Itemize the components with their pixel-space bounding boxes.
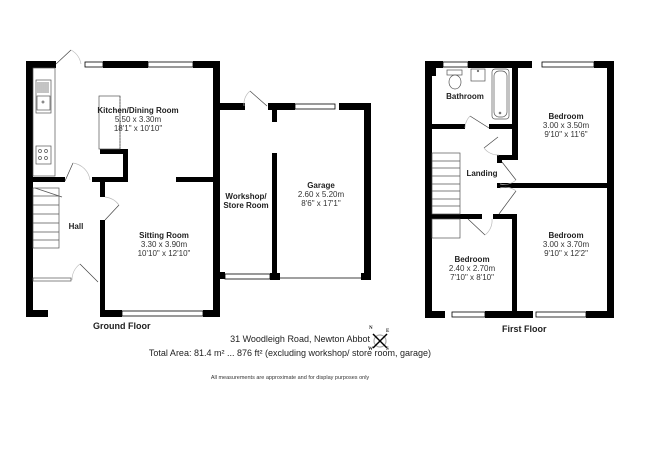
room-metric: 2.40 x 2.70m <box>448 264 496 274</box>
room-sitting: Sitting Room 3.30 x 3.90m 10'10" x 12'10… <box>118 231 210 259</box>
compass-east: E <box>386 329 390 334</box>
room-metric: 3.00 x 3.50m <box>542 121 590 131</box>
room-metric: 3.00 x 3.70m <box>542 240 590 250</box>
disclaimer: All measurements are approximate and for… <box>210 375 370 381</box>
total-area: Total Area: 81.4 m² ... 876 ft² (excludi… <box>148 348 432 358</box>
room-kitchen-dining: Kitchen/Dining Room 5.50 x 3.30m 18'1" x… <box>88 106 188 134</box>
room-name: Landing <box>466 169 498 178</box>
bathroom-fixtures <box>446 68 510 120</box>
compass-west: W <box>368 347 373 352</box>
room-metric: 5.50 x 3.30m <box>114 115 162 125</box>
ground-floor-doors <box>55 49 120 283</box>
first-floor-doors <box>464 115 517 236</box>
room-landing: Landing <box>464 169 500 178</box>
room-bedroom-1: Bedroom 3.00 x 3.50m 9'10" x 11'6" <box>525 112 607 140</box>
ground-floor-walls <box>26 61 220 317</box>
room-imperial: 9'10" x 12'2" <box>544 249 588 259</box>
room-name: Bedroom <box>548 231 584 240</box>
room-bedroom-3: Bedroom 3.00 x 3.70m 9'10" x 12'2" <box>525 231 607 259</box>
room-bathroom: Bathroom <box>440 92 490 101</box>
room-garage: Garage 2.60 x 5.20m 8'6" x 17'1" <box>280 181 362 209</box>
compass-north: N <box>369 326 373 331</box>
room-imperial: 9'10" x 11'6" <box>544 130 588 140</box>
room-bedroom-2: Bedroom 2.40 x 2.70m 7'10" x 8'10" <box>432 255 512 283</box>
ground-floor-stairs <box>32 187 72 282</box>
workshop-garage-windows <box>224 103 361 280</box>
workshop-door <box>243 90 268 107</box>
room-name-line2: Store Room <box>223 201 269 211</box>
room-name: Garage <box>307 181 335 190</box>
first-floor-stairs <box>431 152 461 239</box>
room-name: Sitting Room <box>139 231 189 240</box>
first-floor-walls <box>425 61 614 318</box>
room-imperial: 7'10" x 8'10" <box>450 273 494 283</box>
room-hall: Hall <box>60 222 92 231</box>
room-name: Bedroom <box>454 255 490 264</box>
room-workshop: Workshop/ Store Room <box>220 192 272 210</box>
room-name: Workshop/ <box>225 192 267 201</box>
workshop-garage-walls <box>220 103 371 280</box>
ground-floor-title: Ground Floor <box>93 321 151 331</box>
compass-rose-icon <box>372 333 388 349</box>
first-floor-windows <box>442 61 595 318</box>
room-name: Kitchen/Dining Room <box>97 106 179 115</box>
room-metric: 3.30 x 3.90m <box>140 240 188 250</box>
address: 31 Woodleigh Road, Newton Abbot <box>230 334 370 344</box>
kitchen-units <box>32 67 121 177</box>
first-floor-title: First Floor <box>502 324 547 334</box>
ground-floor-windows <box>84 61 204 317</box>
room-imperial: 10'10" x 12'10" <box>137 249 191 259</box>
room-metric: 2.60 x 5.20m <box>297 190 345 200</box>
room-name: Hall <box>68 222 84 231</box>
compass-south: S <box>386 347 389 352</box>
room-imperial: 8'6" x 17'1" <box>301 199 341 209</box>
room-name: Bathroom <box>446 92 484 101</box>
room-imperial: 18'1" x 10'10" <box>113 124 163 134</box>
room-name: Bedroom <box>548 112 584 121</box>
